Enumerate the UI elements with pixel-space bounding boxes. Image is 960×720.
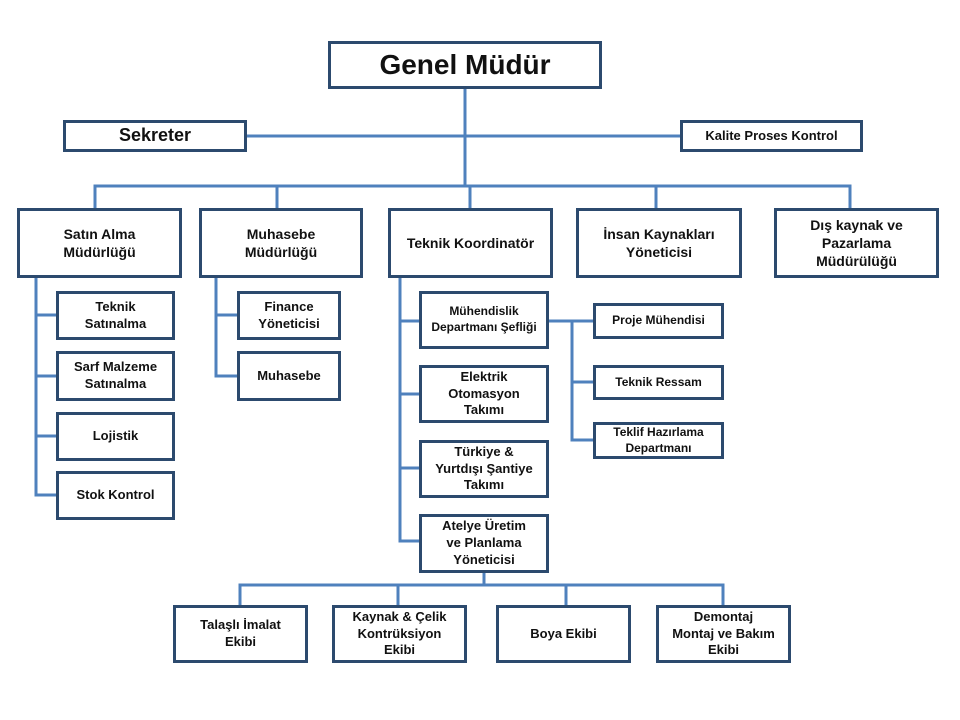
node-talasli-imalat: Talaşlı İmalat Ekibi bbox=[173, 605, 308, 663]
node-finance-yoneticisi: Finance Yöneticisi bbox=[237, 291, 341, 340]
node-proje-muhendisi: Proje Mühendisi bbox=[593, 303, 724, 339]
node-muhendislik-departmani: Mühendislik Departmanı Şefliği bbox=[419, 291, 549, 349]
node-muhasebe: Muhasebe bbox=[237, 351, 341, 401]
node-teklif-hazirlama: Teklif Hazırlama Departmanı bbox=[593, 422, 724, 459]
node-lojistik: Lojistik bbox=[56, 412, 175, 461]
node-atelye-uretim: Atelye Üretim ve Planlama Yöneticisi bbox=[419, 514, 549, 573]
node-sarf-malzeme: Sarf Malzeme Satınalma bbox=[56, 351, 175, 401]
node-stok-kontrol: Stok Kontrol bbox=[56, 471, 175, 520]
node-kalite-proses-kontrol: Kalite Proses Kontrol bbox=[680, 120, 863, 152]
node-demontaj: Demontaj Montaj ve Bakım Ekibi bbox=[656, 605, 791, 663]
node-insan-kaynaklari: İnsan Kaynakları Yöneticisi bbox=[576, 208, 742, 278]
node-sekreter: Sekreter bbox=[63, 120, 247, 152]
node-satin-alma: Satın Alma Müdürlüğü bbox=[17, 208, 182, 278]
node-teknik-koordinator: Teknik Koordinatör bbox=[388, 208, 553, 278]
node-muhasebe-mudurlugu: Muhasebe Müdürlüğü bbox=[199, 208, 363, 278]
node-elektrik-otomasyon: Elektrik Otomasyon Takımı bbox=[419, 365, 549, 423]
node-teknik-ressam: Teknik Ressam bbox=[593, 365, 724, 400]
node-santiye-takimi: Türkiye & Yurtdışı Şantiye Takımı bbox=[419, 440, 549, 498]
node-dis-kaynak-pazarlama: Dış kaynak ve Pazarlama Müdürülüğü bbox=[774, 208, 939, 278]
node-teknik-satinalma: Teknik Satınalma bbox=[56, 291, 175, 340]
node-genel-mudur: Genel Müdür bbox=[328, 41, 602, 89]
node-boya-ekibi: Boya Ekibi bbox=[496, 605, 631, 663]
node-kaynak-celik: Kaynak & Çelik Kontrüksiyon Ekibi bbox=[332, 605, 467, 663]
